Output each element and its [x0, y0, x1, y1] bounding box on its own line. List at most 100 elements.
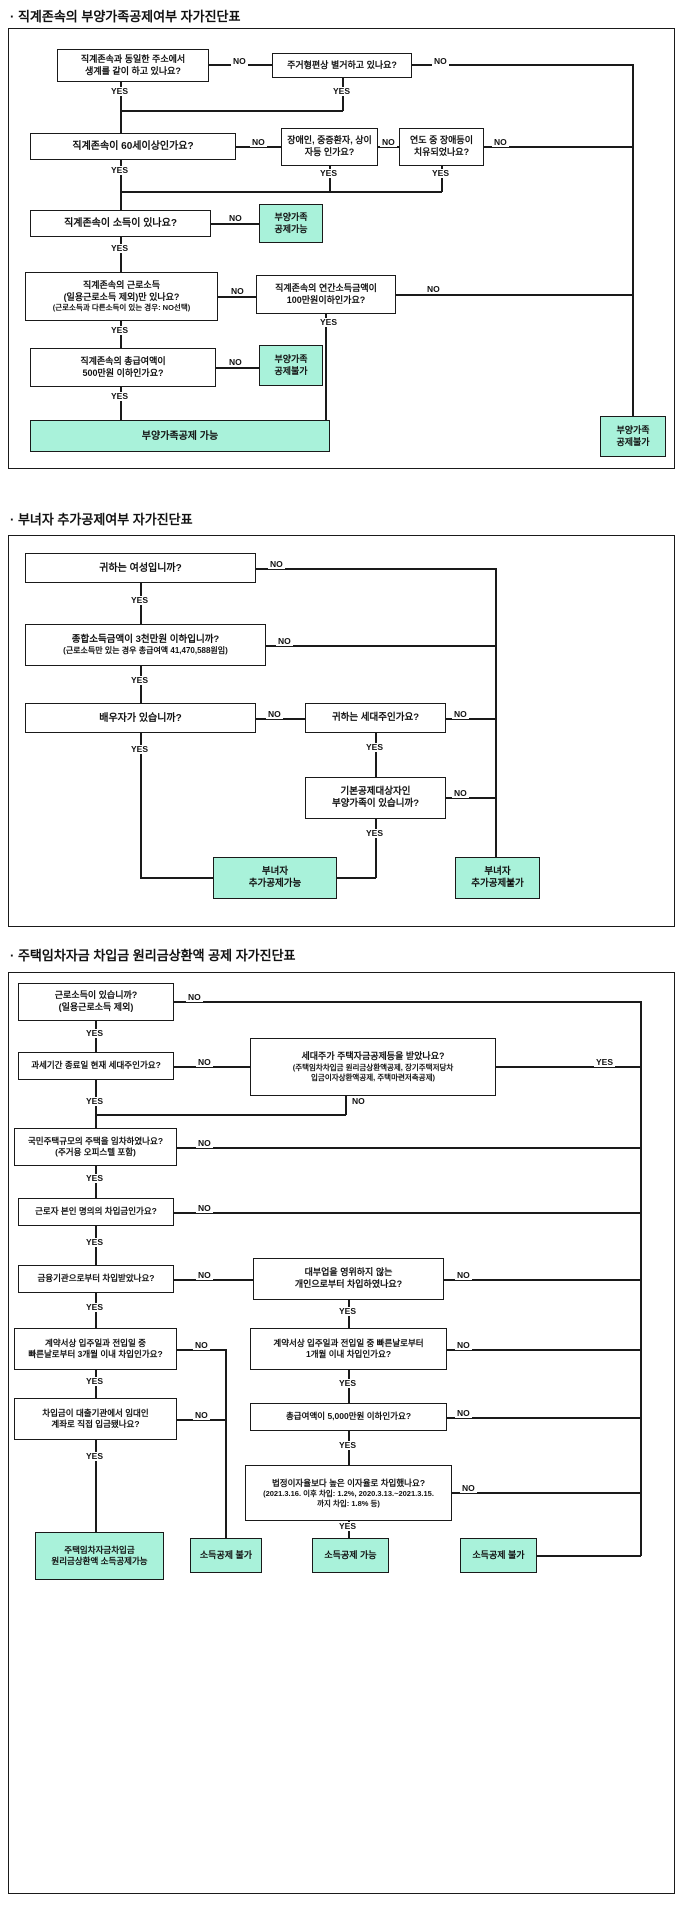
- yes-label: YES: [109, 165, 131, 176]
- no-label: NO: [350, 1096, 367, 1107]
- yes-label: YES: [331, 86, 353, 97]
- no-label: NO: [229, 286, 246, 297]
- no-label: NO: [455, 1408, 472, 1419]
- q-income-30m-box: 종합소득금액이 3천만원 이하입니까? (근로소득만 있는 경우 총급여액 41…: [25, 624, 266, 666]
- flow-line-v: [375, 819, 377, 878]
- q-female-box: 귀하는 여성입니까?: [25, 553, 256, 583]
- flow-line-h: [218, 296, 256, 298]
- flow-line-h: [446, 797, 496, 799]
- no-label: NO: [227, 213, 244, 224]
- section1-border: [8, 28, 675, 469]
- no-label: NO: [250, 137, 267, 148]
- yes-label: YES: [84, 1096, 106, 1107]
- q-has-income-box: 직계존속이 소득이 있나요?: [30, 210, 211, 237]
- q-earned-only-text: 직계존속의 근로소득 (일용근로소득 제외)만 있나요?: [63, 279, 180, 302]
- flow-line-h: [256, 568, 496, 570]
- flow-line-v: [632, 64, 634, 417]
- no-label: NO: [276, 636, 293, 647]
- q-national-housing-box: 국민주택규모의 주택을 임차하였나요? (주거용 오피스텔 포함): [14, 1128, 177, 1166]
- flow-line-h: [174, 1212, 641, 1214]
- q-income-30m-note: (근로소득만 있는 경우 총급여액 41,470,588원임): [63, 645, 228, 655]
- q-earned-income-box: 근로소득이 있습니까? (일용근로소득 제외): [18, 983, 174, 1021]
- no-label: NO: [196, 1057, 213, 1068]
- q-cured-box: 연도 중 장애등이 치유되었나요?: [399, 128, 484, 166]
- q-householder-box: 귀하는 세대주인가요?: [305, 703, 446, 733]
- flow-line-h: [120, 191, 442, 193]
- yes-label: YES: [129, 744, 151, 755]
- flow-line-v: [441, 166, 443, 192]
- flow-line-h: [396, 294, 633, 296]
- no-label: NO: [196, 1203, 213, 1214]
- q-income-30m-text: 종합소득금액이 3천만원 이하입니까?: [71, 633, 220, 645]
- no-label: NO: [196, 1270, 213, 1281]
- no-label: NO: [193, 1340, 210, 1351]
- q-age60-box: 직계존속이 60세이상인가요?: [30, 133, 236, 160]
- no-label: NO: [268, 559, 285, 570]
- flow-line-h: [412, 64, 633, 66]
- flow-line-v: [375, 733, 377, 777]
- result-dependent-deductible-box: 부양가족 공제가능: [259, 204, 323, 243]
- q-direct-deposit-box: 차입금이 대출기관에서 임대인 계좌로 직접 입금됐나요?: [14, 1398, 177, 1440]
- section2-title: · 부녀자 추가공제여부 자가진단표: [10, 512, 193, 527]
- result-dependent-right-not-deductible-box: 부양가족 공제불가: [600, 416, 666, 457]
- flow-line-v: [640, 1001, 642, 1556]
- yes-label: YES: [129, 675, 151, 686]
- flow-line-v: [120, 82, 122, 133]
- no-label: NO: [196, 1138, 213, 1149]
- q-financial-institution-box: 금융기관으로부터 차입받았나요?: [18, 1265, 174, 1293]
- result-woman-deductible-box: 부녀자 추가공제가능: [213, 857, 337, 899]
- q-salary-500-box: 직계존속의 총급여액이 500만원 이하인가요?: [30, 348, 216, 387]
- yes-label: YES: [129, 595, 151, 606]
- q-dependent-box: 기본공제대상자인 부양가족이 있습니까?: [305, 777, 446, 819]
- q-earned-only-note: (근로소득과 다른소득이 있는 경우: NO선택): [52, 303, 191, 313]
- flow-line-h: [484, 146, 633, 148]
- q-interest-rate-note: (2021.3.16. 이후 차입: 1.2%, 2020.3.13.~2021…: [263, 1488, 434, 1508]
- yes-label: YES: [84, 1028, 106, 1039]
- flow-line-h: [496, 1066, 641, 1068]
- q-householder-received-box: 세대주가 주택자금공제등을 받았나요? (주택임차차입금 원리금상환액공제, 장…: [250, 1038, 496, 1096]
- flow-line-v: [95, 1440, 97, 1532]
- flow-line-v: [120, 160, 122, 210]
- no-label: NO: [452, 788, 469, 799]
- flow-line-v: [120, 237, 122, 272]
- no-label: NO: [193, 1410, 210, 1421]
- flow-line-v: [225, 1349, 227, 1538]
- q-within-1-month-box: 계약서상 입주일과 전입일 중 빠른날로부터 1개월 이내 차입인가요?: [250, 1328, 447, 1370]
- flow-line-v: [120, 387, 122, 420]
- result-deductible-box: 소득공제 가능: [312, 1538, 389, 1573]
- result-dependent-not-deductible-box: 부양가족 공제불가: [259, 345, 323, 386]
- no-label: NO: [452, 709, 469, 720]
- q-separate-residence-box: 주거형편상 별거하고 있나요?: [272, 53, 412, 78]
- yes-label: YES: [337, 1521, 359, 1532]
- q-interest-rate-box: 법정이자율보다 높은 이자율로 차입했나요? (2021.3.16. 이후 차입…: [245, 1465, 452, 1521]
- section3-title: · 주택임차자금 차입금 원리금상환액 공제 자가진단표: [10, 948, 296, 963]
- yes-label: YES: [364, 742, 386, 753]
- yes-label: YES: [318, 168, 340, 179]
- yes-label: YES: [430, 168, 452, 179]
- yes-label: YES: [84, 1237, 106, 1248]
- flow-line-h: [537, 1555, 641, 1557]
- no-label: NO: [231, 56, 248, 67]
- q-householder-end-box: 과세기간 종료일 현재 세대주인가요?: [18, 1052, 174, 1080]
- q-within-3-months-box: 계약서상 입주일과 전입일 중 빠른날로부터 3개월 이내 차입인가요?: [14, 1328, 177, 1370]
- q-earned-only-box: 직계존속의 근로소득 (일용근로소득 제외)만 있나요? (근로소득과 다른소득…: [25, 272, 218, 321]
- yes-label: YES: [84, 1376, 106, 1387]
- q-interest-rate-text: 법정이자율보다 높은 이자율로 차입했나요?: [271, 1477, 426, 1488]
- q-householder-received-note: (주택임차차입금 원리금상환액공제, 장기주택저당차 입금이자상환액공제, 주택…: [292, 1063, 454, 1082]
- yes-label: YES: [84, 1173, 106, 1184]
- yes-label: YES: [337, 1440, 359, 1451]
- q-spouse-box: 배우자가 있습니까?: [25, 703, 256, 733]
- q-annual-100-box: 직계존속의 연간소득금액이 100만원이하인가요?: [256, 275, 396, 314]
- yes-label: YES: [109, 86, 131, 97]
- section2-border: [8, 535, 675, 927]
- flow-line-h: [266, 645, 496, 647]
- yes-label: YES: [318, 317, 340, 328]
- flow-line-v: [325, 314, 327, 420]
- flow-line-h: [446, 718, 496, 720]
- no-label: NO: [455, 1270, 472, 1281]
- result-woman-not-deductible-box: 부녀자 추가공제불가: [455, 857, 540, 899]
- result-dependent-final-deductible-box: 부양가족공제 가능: [30, 420, 330, 452]
- no-label: NO: [266, 709, 283, 720]
- q-individual-lender-box: 대부업을 영위하지 않는 개인으로부터 차입하였나요?: [253, 1258, 444, 1300]
